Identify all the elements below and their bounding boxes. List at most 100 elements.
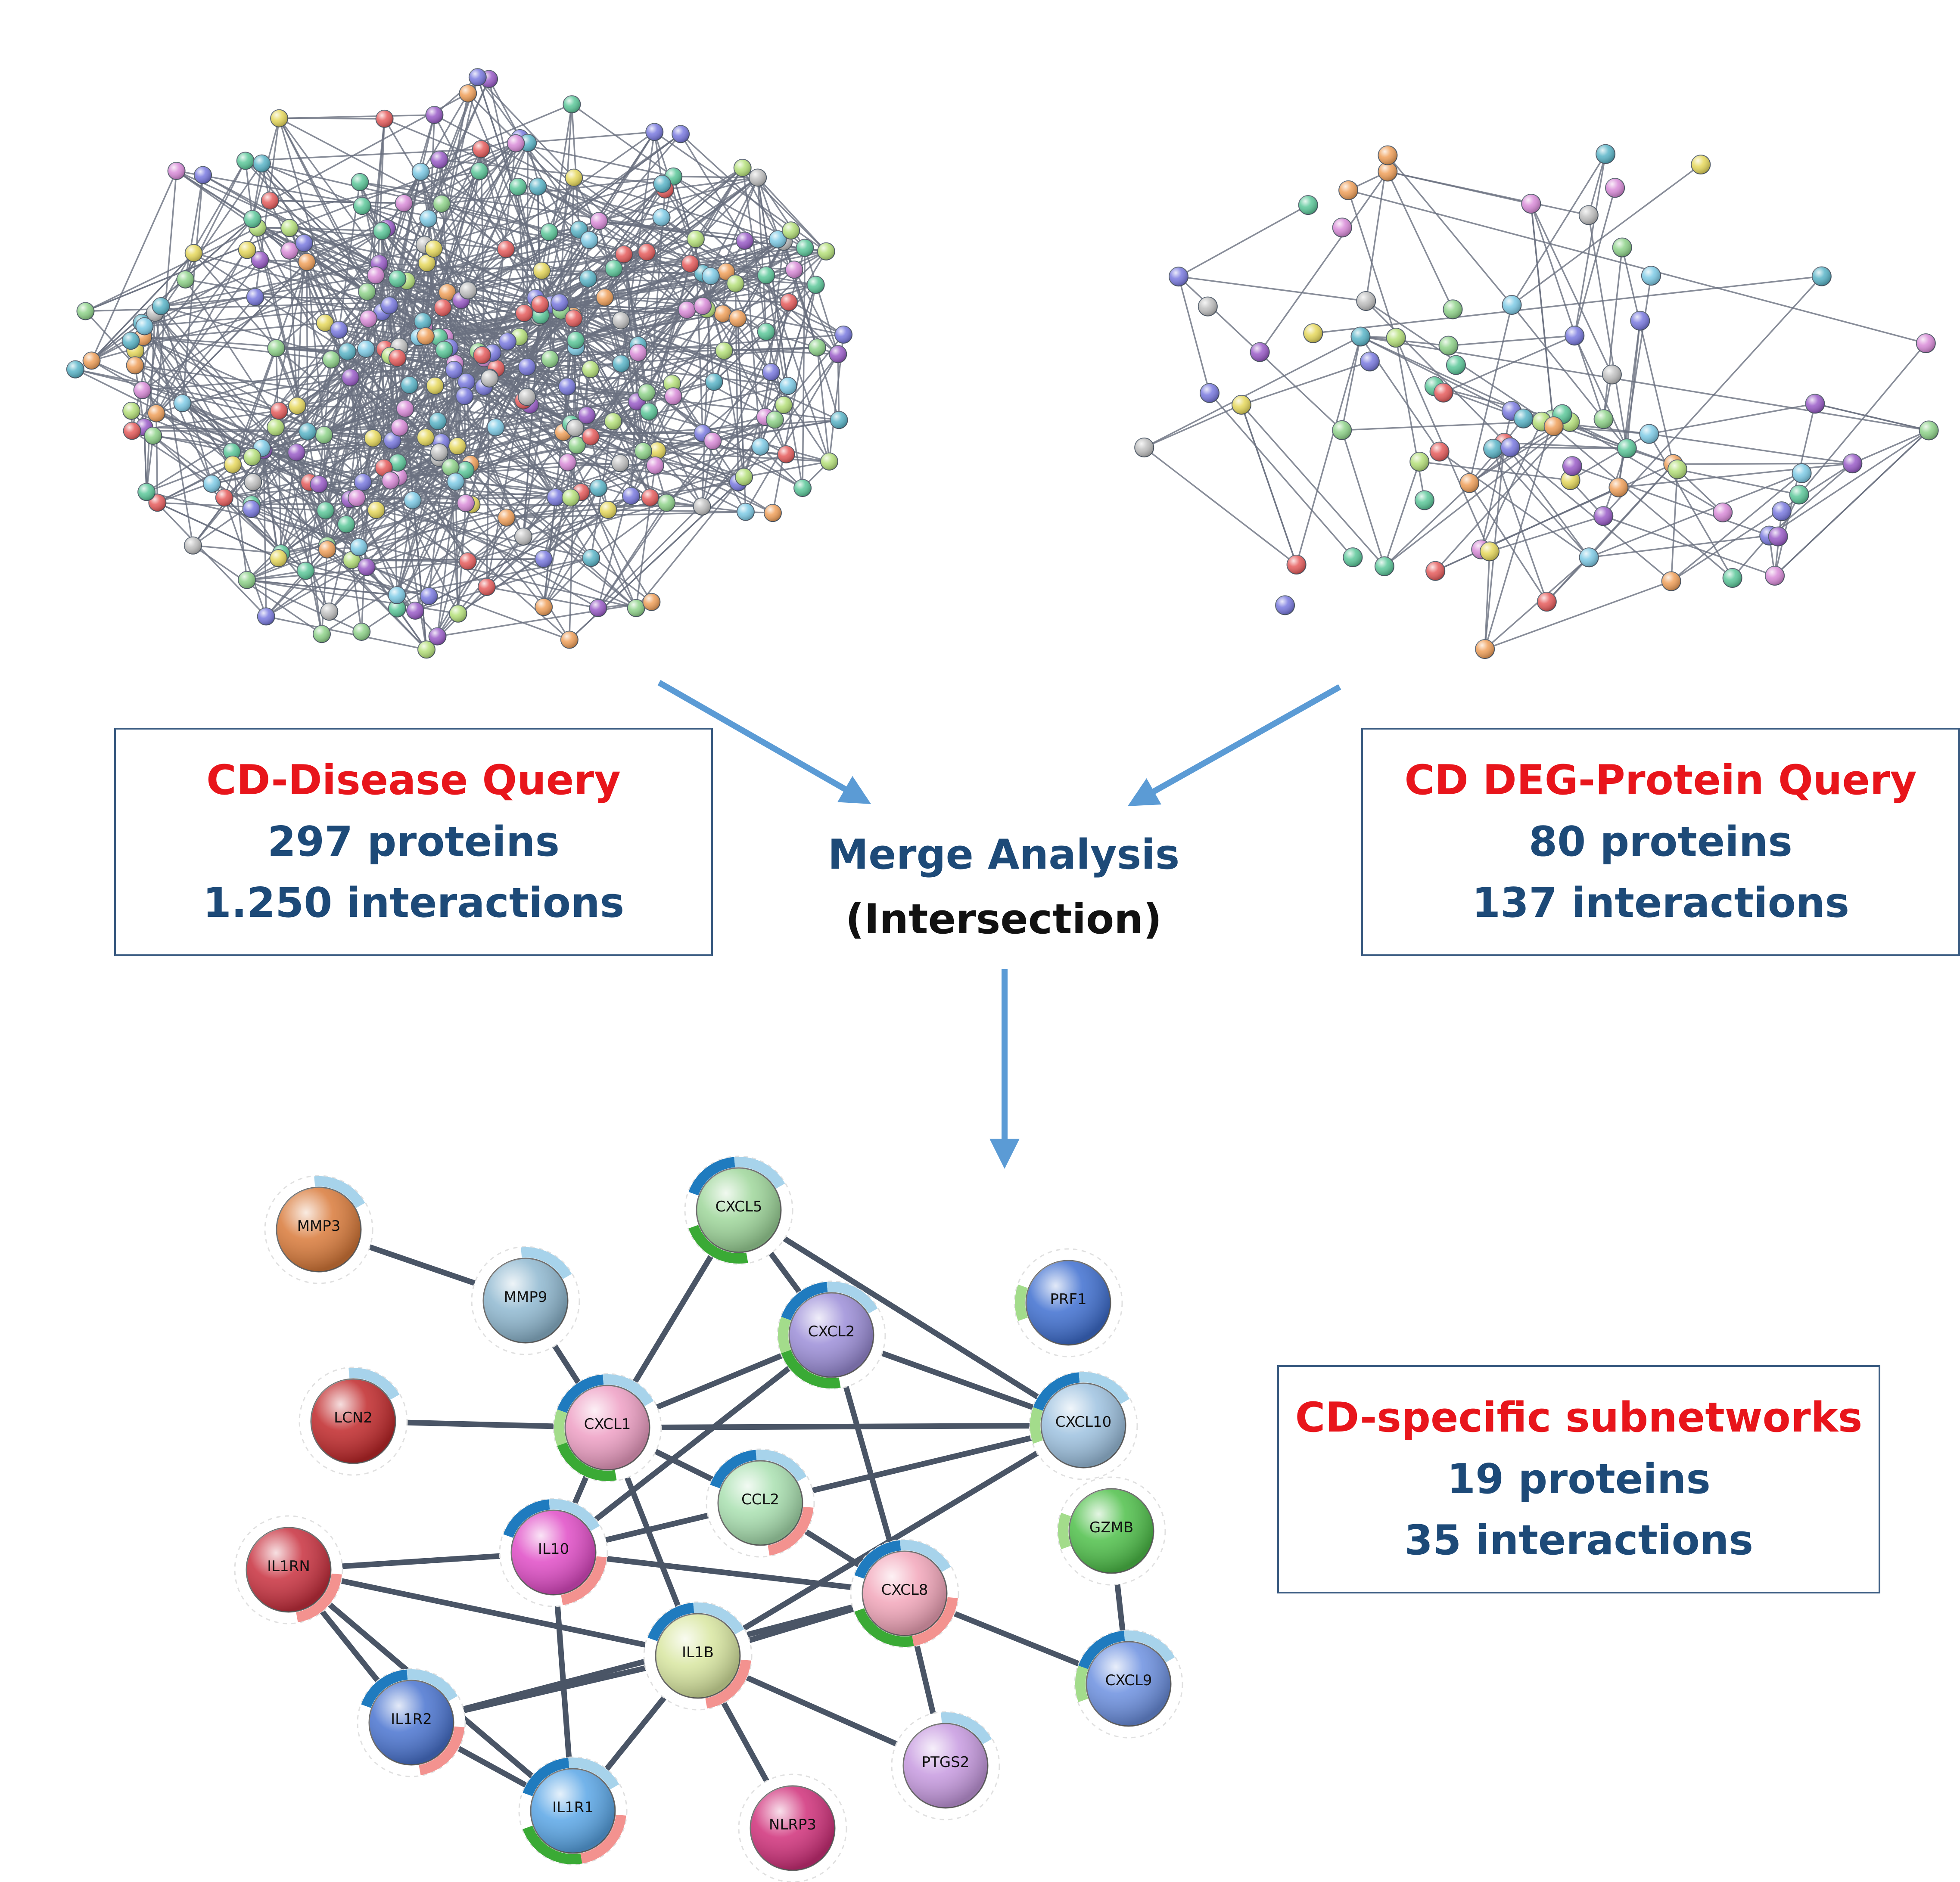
network-node-shine <box>752 438 769 456</box>
network-edge <box>85 227 258 312</box>
network-node-shine <box>658 494 675 512</box>
network-node-shine <box>1579 205 1598 225</box>
network-edge <box>154 312 233 452</box>
network-edge <box>454 312 525 371</box>
subnetwork-interaction-count: 35 interactions <box>1404 1517 1753 1565</box>
network-node-shine <box>649 442 666 460</box>
network-edge <box>327 500 413 550</box>
network-edge <box>495 427 572 498</box>
node-shine <box>1086 1642 1171 1726</box>
network-node-shine <box>456 387 473 405</box>
network-edge <box>176 170 367 292</box>
node-label: PTGS2 <box>922 1754 970 1771</box>
network-edge <box>1774 430 1929 577</box>
network-edge <box>538 186 662 218</box>
network-node-shine <box>1415 491 1434 510</box>
network-edge <box>743 354 839 478</box>
network-edge <box>467 189 666 292</box>
network-edge <box>277 452 297 559</box>
network-edge <box>1484 551 1490 649</box>
network-edge <box>527 142 707 310</box>
node-prf1: PRF1 <box>1014 1248 1123 1357</box>
network-node-shine <box>244 210 261 228</box>
network-node-shine <box>638 243 656 261</box>
network-edge <box>305 502 466 572</box>
network-edge <box>597 502 667 609</box>
node-ring <box>521 1247 572 1280</box>
cd-disease-network <box>66 68 853 659</box>
node-ring <box>503 1499 550 1538</box>
network-edge <box>702 247 806 307</box>
network-node-shine <box>734 159 751 177</box>
network-edge <box>1618 320 1641 488</box>
node-ring <box>1033 1372 1080 1411</box>
network-edge <box>305 419 775 572</box>
network-node-shine <box>535 598 553 616</box>
network-node-shine <box>605 260 622 277</box>
network-edge <box>330 359 637 609</box>
network-node-shine <box>270 550 287 567</box>
network-node-shine <box>316 314 334 332</box>
network-edge <box>643 419 839 452</box>
network-node-shine <box>134 382 151 399</box>
network-node-shine <box>736 232 753 249</box>
network-node-shine <box>270 402 288 419</box>
network-node-shine <box>785 261 803 279</box>
network-node-shine <box>604 413 622 430</box>
node-ring <box>1075 1665 1089 1702</box>
network-edge <box>345 457 440 525</box>
node-mmp9: MMP9 <box>471 1246 580 1355</box>
network-edge <box>433 115 541 316</box>
network-edge <box>1769 463 1853 536</box>
network-edge <box>143 336 298 407</box>
network-edge <box>604 297 644 452</box>
network-edge <box>1602 276 1823 517</box>
network-node-shine <box>515 304 533 322</box>
network-edge <box>1259 171 1388 353</box>
network-node-shine <box>1460 473 1479 493</box>
network-edge <box>85 311 136 366</box>
network-edge <box>804 247 839 354</box>
network-node-shine <box>433 195 451 213</box>
network-edge <box>465 461 568 471</box>
network-node-shine <box>343 551 361 569</box>
network-edge <box>1671 472 1802 582</box>
network-edge <box>620 320 658 451</box>
network-edge <box>1209 392 1353 558</box>
network-node-shine <box>507 134 525 152</box>
node-shine <box>1069 1489 1154 1573</box>
network-edge <box>1241 360 1370 406</box>
node-mmp3: MMP3 <box>264 1175 373 1284</box>
network-edge <box>1671 463 1853 582</box>
network-edge <box>1388 171 1589 216</box>
network-node-shine <box>251 251 269 269</box>
arrow-left-to-merge <box>657 680 871 804</box>
network-edge <box>1569 421 1724 513</box>
network-node-shine <box>558 378 576 395</box>
network-edge <box>245 160 383 313</box>
network-edge <box>439 159 575 319</box>
network-node-shine <box>1446 355 1465 375</box>
network-node-shine <box>1287 555 1306 575</box>
network-edge <box>1618 463 1853 488</box>
arrow-right-to-merge <box>1127 684 1341 806</box>
network-edge <box>1530 203 1605 419</box>
network-node-shine <box>579 270 597 288</box>
network-edge <box>1468 482 1548 602</box>
network-edge <box>193 252 348 352</box>
network-edge <box>1348 189 1926 344</box>
network-node-shine <box>395 194 413 212</box>
network-node-shine <box>1378 146 1397 165</box>
network-node-shine <box>1169 267 1188 286</box>
network-node-shine <box>447 473 464 491</box>
network-edge <box>251 348 386 505</box>
node-label: IL1R1 <box>552 1799 594 1816</box>
network-edge <box>257 227 374 439</box>
node-ring <box>557 1374 604 1413</box>
node-shine <box>862 1551 947 1636</box>
network-edge <box>551 273 703 306</box>
node-shine <box>246 1528 331 1612</box>
node-label: IL10 <box>538 1540 569 1558</box>
node-ring <box>523 1758 569 1797</box>
network-edge <box>143 336 348 352</box>
